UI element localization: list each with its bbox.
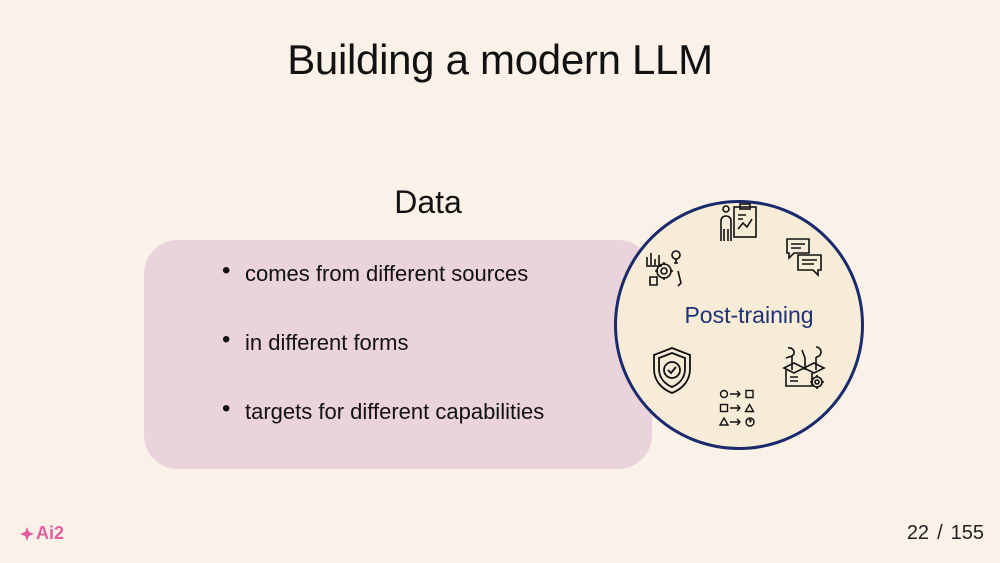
page-number: 22 / 155 [907,522,984,545]
tools-box-icon [782,346,826,389]
bullet-item: comes from different sources [222,255,585,289]
page-separator: / [937,522,943,544]
slide-title: Building a modern LLM [287,36,713,83]
section-heading: Data [394,184,462,220]
logo-text: Ai2 [36,523,65,543]
bullet-item: in different forms [222,324,585,358]
ai2-logo-mark-icon [20,526,34,541]
shield-check-icon [653,347,691,394]
ai2-logo: Ai2 [20,523,64,544]
presentation-icon [720,203,757,241]
circle-label: Post-training [684,302,814,328]
analytics-gear-icon [646,250,682,287]
shape-mapping-icon [718,389,755,427]
page-total: 155 [950,522,984,544]
bullet-item: targets for different capabilities [222,393,585,427]
chat-bubbles-icon [786,238,822,277]
bullet-list: comes from different sources in differen… [222,255,585,427]
page-current: 22 [906,522,930,544]
